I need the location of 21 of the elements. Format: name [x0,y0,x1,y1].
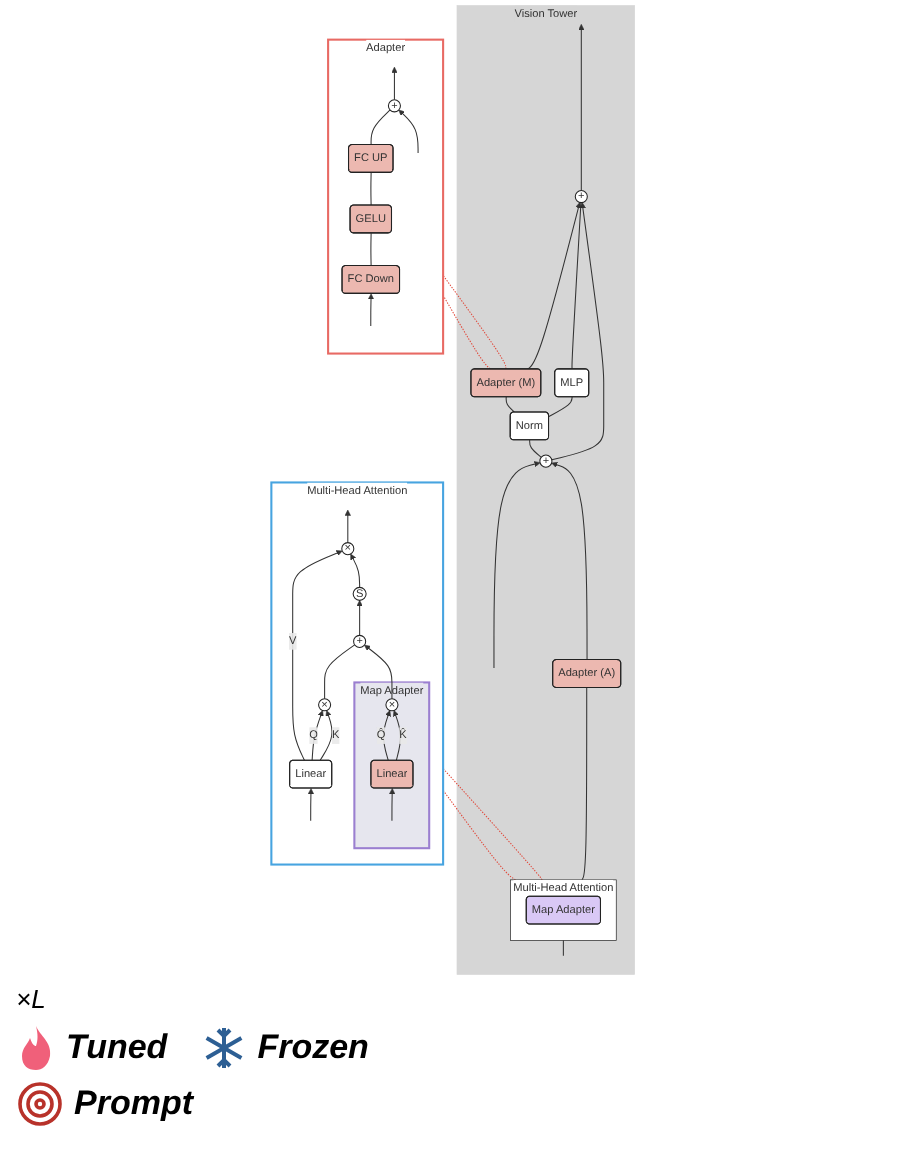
repeat-label: ×L [16,984,46,1014]
connector [442,789,516,881]
arrow [364,644,393,700]
arrow [551,202,605,461]
arrow [307,788,314,822]
arrow [292,550,343,762]
arrow [356,600,363,636]
arrow [350,553,361,588]
arrow [398,109,419,154]
arrow [551,461,588,661]
legend-label: Prompt [74,1084,193,1124]
arrow [578,24,585,192]
arrow [493,461,541,669]
arrow [526,202,582,370]
arrow [344,509,351,544]
legend-label: Frozen [257,1028,369,1068]
connector [442,294,491,370]
arrow [367,293,375,327]
legend-label: Tuned [66,1028,168,1068]
arrow [391,66,398,101]
arrow [389,788,396,822]
